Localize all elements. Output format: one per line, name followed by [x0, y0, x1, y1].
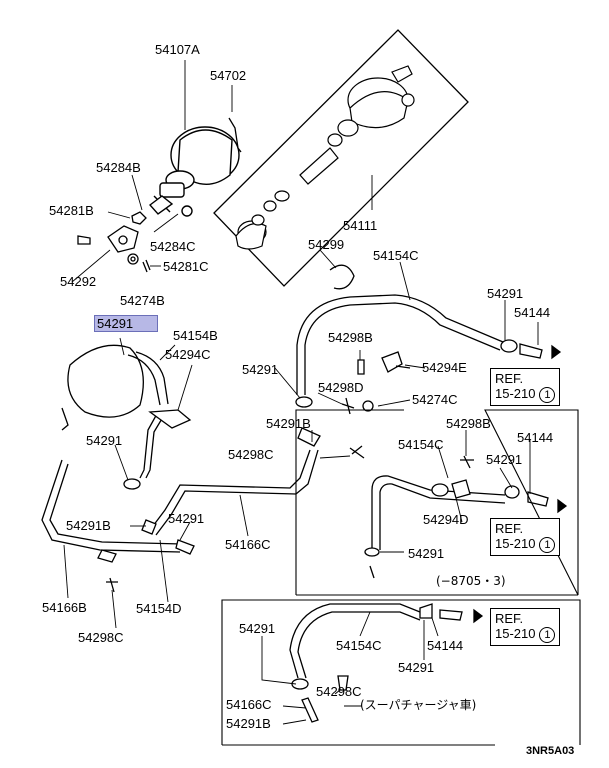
label-54281B: 54281B — [49, 203, 94, 218]
label-54274C: 54274C — [412, 392, 458, 407]
label-54291-i: 54291 — [398, 660, 435, 675]
label-54284C: 54284C — [150, 239, 196, 254]
label-54154B: 54154B — [173, 328, 218, 343]
vacuum-tank — [61, 344, 144, 431]
label-54294D: 54294D — [423, 512, 469, 527]
label-54154C-right: 54154C — [398, 437, 444, 452]
label-54298B-upper: 54298B — [328, 330, 373, 345]
booster-internal-pieces — [235, 65, 415, 250]
label-54291-e: 54291 — [486, 452, 523, 467]
label-54281C: 54281C — [163, 259, 209, 274]
label-54294C: 54294C — [165, 347, 211, 362]
label-54298C-lower: 54298C — [316, 684, 362, 699]
ref-circle-number: 1 — [539, 537, 556, 553]
variant-frames — [221, 409, 581, 746]
label-54291-g: 54291 — [408, 546, 445, 561]
label-54291-highlighted[interactable]: 54291 — [93, 315, 159, 332]
label-54298B-right: 54298B — [446, 416, 491, 431]
label-54291-h: 54291 — [239, 621, 276, 636]
ref-circle-number: 1 — [539, 627, 556, 643]
note-supercharger: (スーパチャージャ車) — [360, 698, 477, 712]
ref-page-number: 15-210 — [495, 536, 536, 551]
label-54291-d: 54291 — [86, 433, 123, 448]
label-54294E: 54294E — [422, 360, 467, 375]
ref-label: REF. — [495, 521, 524, 536]
label-54111: 54111 — [343, 218, 378, 233]
label-54291-b: 54291 — [242, 362, 279, 377]
note-date-range: (−8705・3) — [436, 574, 506, 588]
ref-label: REF. — [495, 371, 524, 386]
label-54154C-lower: 54154C — [336, 638, 382, 653]
ref-label: REF. — [495, 611, 524, 626]
label-54291B-lower: 54291B — [226, 716, 271, 731]
label-54154D: 54154D — [136, 601, 182, 616]
bracket-parts — [77, 117, 242, 273]
leader-lines — [63, 60, 539, 725]
vacuum-hoses — [41, 294, 506, 679]
label-54144-lower: 54144 — [427, 638, 464, 653]
label-54154C-upper: 54154C — [373, 248, 419, 263]
label-54284B: 54284B — [96, 160, 141, 175]
label-54166B: 54166B — [42, 600, 87, 615]
ref-page-number: 15-210 — [495, 626, 536, 641]
label-54291-c: 54291 — [487, 286, 524, 301]
label-54166C-lower: 54166C — [226, 697, 272, 712]
brake-booster — [148, 126, 240, 217]
label-54298C-mid: 54298C — [228, 447, 274, 462]
label-54107A: 54107A — [155, 42, 200, 57]
label-54298D: 54298D — [318, 380, 364, 395]
label-54702: 54702 — [210, 68, 247, 83]
label-54166C-mid: 54166C — [225, 537, 271, 552]
label-54292: 54292 — [60, 274, 97, 289]
diagram-code: 3NR5A03 — [526, 745, 575, 757]
clamps — [97, 264, 568, 723]
booster-internals-panel — [213, 29, 469, 287]
ref-page-number: 15-210 — [495, 386, 536, 401]
label-54274B: 54274B — [120, 293, 165, 308]
label-54144-right: 54144 — [517, 430, 554, 445]
ref-circle-number: 1 — [539, 387, 556, 403]
label-54299: 54299 — [308, 237, 345, 252]
label-54144-upper: 54144 — [514, 305, 551, 320]
label-54291B-left: 54291B — [66, 518, 111, 533]
label-54291B-mid: 54291B — [266, 416, 311, 431]
label-54291-f: 54291 — [168, 511, 205, 526]
label-54298C-left: 54298C — [78, 630, 124, 645]
